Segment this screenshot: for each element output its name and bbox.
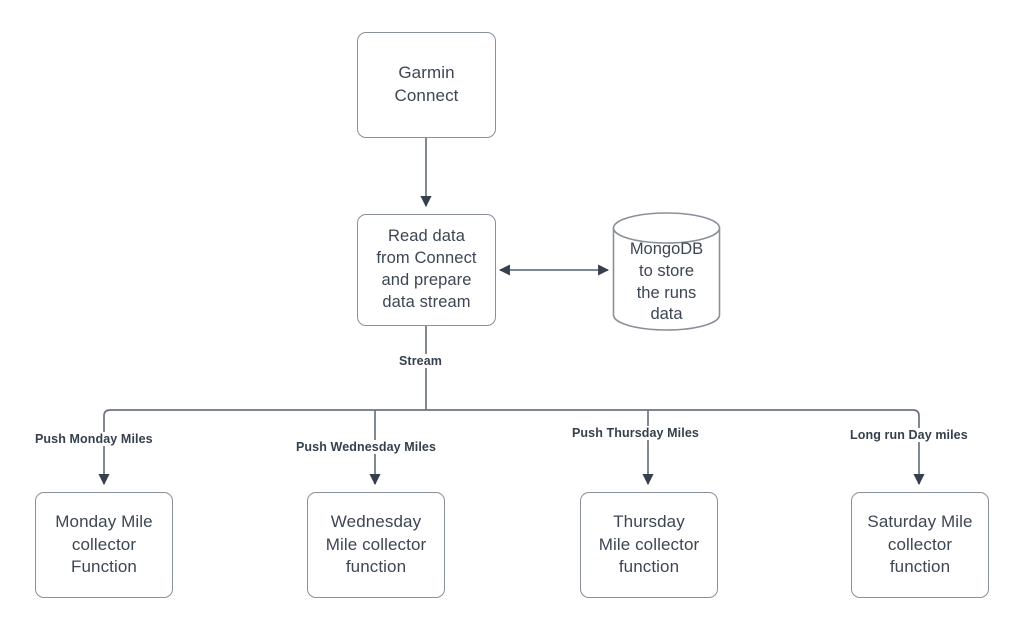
edge-label-push-wednesday-miles: Push Wednesday Miles bbox=[294, 440, 439, 454]
node-read-data[interactable]: Read data from Connect and prepare data … bbox=[357, 214, 496, 326]
node-wednesday-collector[interactable]: Wednesday Mile collector function bbox=[307, 492, 445, 598]
node-mongodb[interactable]: MongoDB to store the runs data bbox=[612, 212, 721, 331]
node-monday-collector-label: Monday Mile collector Function bbox=[55, 512, 153, 577]
node-saturday-collector-label: Saturday Mile collector function bbox=[867, 512, 973, 577]
edge-branch-bus bbox=[103, 409, 920, 426]
edge-label-stream: Stream bbox=[397, 354, 444, 368]
cylinder-icon bbox=[612, 212, 721, 331]
node-read-data-label: Read data from Connect and prepare data … bbox=[376, 227, 477, 311]
node-wednesday-collector-label: Wednesday Mile collector function bbox=[325, 512, 427, 577]
node-mongodb-label: MongoDB to store the runs data bbox=[629, 239, 704, 324]
node-thursday-collector-label: Thursday Mile collector function bbox=[598, 512, 700, 577]
edge-label-push-monday-miles: Push Monday Miles bbox=[33, 432, 155, 446]
edge-label-push-thursday-miles: Push Thursday Miles bbox=[570, 426, 701, 440]
node-garmin-connect[interactable]: Garmin Connect bbox=[357, 32, 496, 138]
node-thursday-collector[interactable]: Thursday Mile collector function bbox=[580, 492, 718, 598]
node-monday-collector[interactable]: Monday Mile collector Function bbox=[35, 492, 173, 598]
edge-label-long-run-day-miles: Long run Day miles bbox=[848, 428, 970, 442]
node-garmin-connect-label: Garmin Connect bbox=[394, 63, 459, 105]
node-saturday-collector[interactable]: Saturday Mile collector function bbox=[851, 492, 989, 598]
